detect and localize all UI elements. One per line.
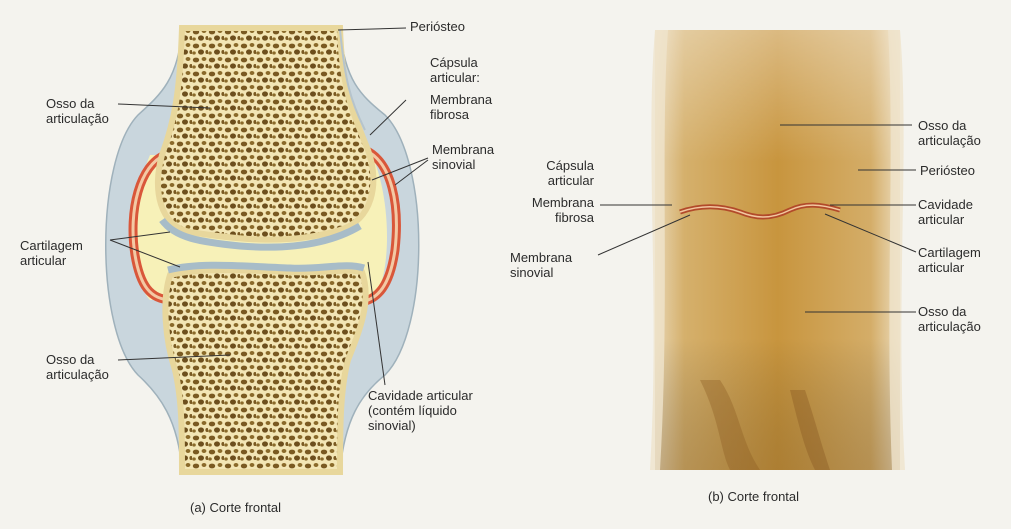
label-a-cavidade: Cavidade articular (contém líquido sinov…: [368, 388, 473, 433]
panel-b-photo: [650, 30, 905, 470]
label-b-osso-top: Osso da articulação: [918, 118, 981, 148]
lower-bone: [165, 270, 365, 472]
label-a-membrana-fibrosa: Membrana fibrosa: [430, 92, 492, 122]
label-a-membrana-sinovial: Membrana sinovial: [432, 142, 494, 172]
caption-b: (b) Corte frontal: [708, 489, 799, 504]
label-b-membrana-sinovial: Membrana sinovial: [510, 250, 572, 280]
label-b-capsula: Cápsula articular: [508, 158, 594, 188]
label-a-osso-bottom: Osso da articulação: [46, 352, 109, 382]
label-a-capsula: Cápsula articular:: [430, 55, 480, 85]
upper-bone: [158, 28, 373, 240]
label-b-osso-bottom: Osso da articulação: [918, 304, 981, 334]
label-a-osso-top: Osso da articulação: [46, 96, 109, 126]
label-a-periosteo: Periósteo: [410, 19, 465, 34]
label-b-membrana-fibrosa: Membrana fibrosa: [508, 195, 594, 225]
label-b-cartilagem: Cartilagem articular: [918, 245, 981, 275]
label-b-periosteo: Periósteo: [920, 163, 975, 178]
label-b-cavidade: Cavidade articular: [918, 197, 973, 227]
lower-cartilage: [168, 265, 364, 270]
label-a-cartilagem: Cartilagem articular: [20, 238, 83, 268]
caption-a: (a) Corte frontal: [190, 500, 281, 515]
